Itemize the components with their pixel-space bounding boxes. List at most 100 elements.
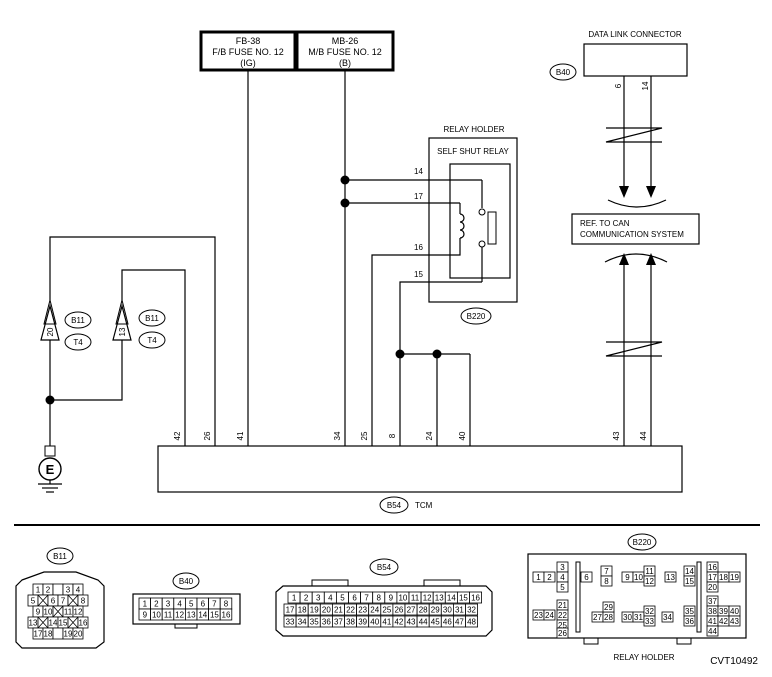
b11-pin-20-cell: [72, 627, 84, 640]
b40-pin-2: 2: [154, 600, 159, 609]
b11-pin-17: 17: [34, 630, 43, 639]
b11-pin-gap-cell: [52, 583, 64, 596]
b54-pin-22: 22: [346, 606, 355, 615]
b220-pin-41: 41: [708, 617, 717, 626]
b220-pin-26: 26: [558, 629, 567, 638]
b54-pin-36: 36: [322, 618, 331, 627]
blank-pin-mark: [37, 594, 49, 607]
b220-pin-2: 2: [547, 573, 552, 582]
b54-pin-32-cell: [465, 603, 479, 616]
b220-pin-31: 31: [634, 613, 643, 622]
sensor-pin-20: 20: [46, 327, 55, 336]
b54-pin-39: 39: [358, 618, 367, 627]
b11-pin-12: 12: [74, 608, 83, 617]
b54-pin-31: 31: [455, 606, 464, 615]
b220-pin-19-cell: [728, 571, 741, 583]
b40-pin-15: 15: [210, 611, 219, 620]
b54-pin-6: 6: [352, 594, 357, 603]
ground-symbol: E: [38, 445, 62, 493]
b40-pin-7: 7: [212, 600, 217, 609]
b54-pin-42: 42: [394, 618, 403, 627]
dlc-pin-14: 14: [641, 81, 650, 90]
fuse-fb38-name: F/B FUSE NO. 12: [212, 47, 284, 57]
b54-pin-13: 13: [435, 594, 444, 603]
b220-pin-40: 40: [730, 607, 739, 616]
b220-pin-10: 10: [634, 573, 643, 582]
b40-pin-8: 8: [224, 600, 229, 609]
data-link-connector: DATA LINK CONNECTOR B40 6 14: [549, 30, 688, 208]
sensor-b11-label-2: B11: [145, 314, 159, 323]
relay-holder-title: RELAY HOLDER: [443, 125, 504, 134]
b54-pin-16: 16: [471, 594, 480, 603]
b11-pin-19: 19: [64, 630, 73, 639]
sensor-t4-label-1: T4: [73, 338, 83, 347]
can-ref-line2: COMMUNICATION SYSTEM: [580, 230, 684, 239]
tcm-connector-label: B54: [387, 501, 402, 510]
b220-pin-15-cell: [683, 575, 696, 587]
b220-pin-32: 32: [645, 607, 654, 616]
b54-pin-44: 44: [419, 618, 428, 627]
b11-pin-13: 13: [29, 619, 38, 628]
tcm-pin-24: 24: [425, 431, 434, 440]
tcm-pin-42: 42: [173, 431, 182, 440]
b220-pin-20-cell: [706, 581, 719, 593]
b54-pin-25: 25: [382, 606, 391, 615]
b220-pin-3: 3: [560, 563, 565, 572]
b220-pin-7: 7: [604, 567, 609, 576]
b220-pin-34: 34: [663, 613, 672, 622]
b220-pin-13: 13: [666, 573, 675, 582]
b11-pin-5: 5: [31, 597, 36, 606]
b54-pin-29: 29: [431, 606, 440, 615]
b220-pin-36-cell: [683, 615, 696, 627]
b220-pin-43: 43: [730, 617, 739, 626]
b220-pin-14: 14: [685, 567, 694, 576]
fuse-mb26-name: M/B FUSE NO. 12: [308, 47, 382, 57]
b54-pin-21: 21: [334, 606, 343, 615]
b40-pin-16: 16: [222, 611, 231, 620]
b40-pin-4: 4: [177, 600, 182, 609]
b40-pin-1: 1: [143, 600, 148, 609]
b40-pin-9: 9: [143, 611, 148, 620]
tcm-pin-8: 8: [388, 433, 397, 438]
b11-pin-2: 2: [46, 586, 51, 595]
relay-pin-16: 16: [414, 243, 423, 252]
b54-pin-28: 28: [419, 606, 428, 615]
b54-pin-46: 46: [443, 618, 452, 627]
b54-pin-35: 35: [310, 618, 319, 627]
b54-pin-18: 18: [298, 606, 307, 615]
b54-pin-24: 24: [370, 606, 379, 615]
ground-label: E: [46, 462, 55, 477]
b11-pin-11: 11: [64, 608, 73, 617]
b54-pin-4: 4: [328, 594, 333, 603]
b220-pin-33: 33: [645, 617, 654, 626]
b220-pin-19: 19: [730, 573, 739, 582]
b11-pin-8: 8: [81, 597, 86, 606]
b11-pin-1: 1: [36, 586, 41, 595]
b220-pin-9: 9: [625, 573, 630, 582]
tcm-pin-25: 25: [360, 431, 369, 440]
fuse-fb38-code: FB-38: [236, 36, 261, 46]
dlc-pin-6: 6: [614, 83, 623, 88]
dlc-connector-label: B40: [556, 68, 571, 77]
blank-pin-mark: [37, 616, 49, 629]
b54-pin-27: 27: [407, 606, 416, 615]
sensor-connector: 20 13 B11 T4 B11 T4: [40, 299, 166, 351]
fuse-fb38-sub: (IG): [240, 58, 256, 68]
b40-pin-16-cell: [219, 608, 233, 621]
b11-pin-gap-cell: [52, 627, 64, 640]
b54-pin-3: 3: [316, 594, 321, 603]
b54-view-label: B54: [377, 563, 392, 572]
b54-pin-9: 9: [389, 594, 394, 603]
relay-pin-14: 14: [414, 167, 423, 176]
relay-holder: RELAY HOLDER SELF SHUT RELAY B220: [428, 125, 518, 325]
b54-pin-15: 15: [459, 594, 468, 603]
b220-pin-8-cell: [600, 575, 613, 587]
relay-name: SELF SHUT RELAY: [437, 147, 509, 156]
b40-pin-13: 13: [187, 611, 196, 620]
tcm-pin-40: 40: [458, 431, 467, 440]
tcm-pin-44: 44: [639, 431, 648, 440]
wiring: [45, 70, 482, 446]
b11-pin-3: 3: [66, 586, 71, 595]
